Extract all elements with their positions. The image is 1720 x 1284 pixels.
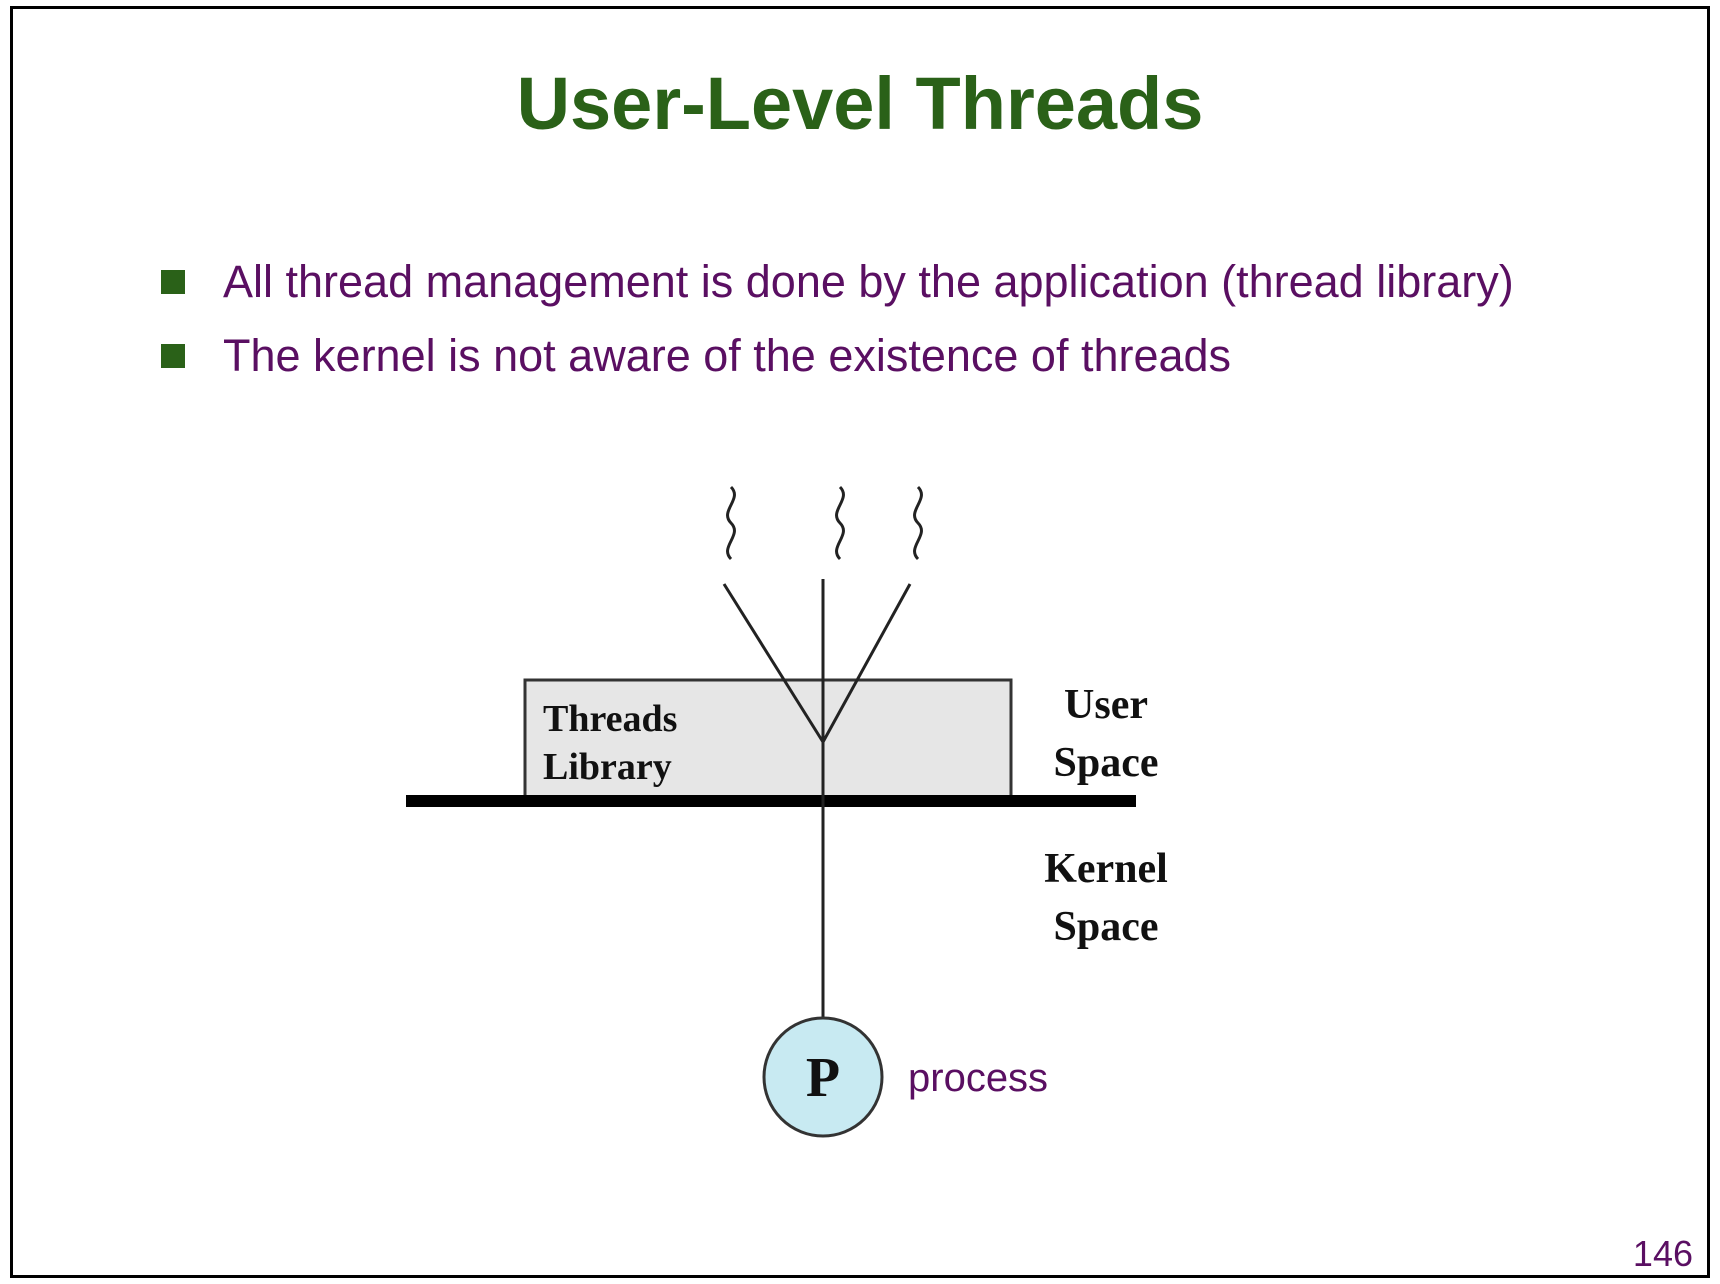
thread-line-right xyxy=(821,583,912,743)
user-kernel-boundary xyxy=(406,795,1136,807)
bullet-text: All thread management is done by the app… xyxy=(223,256,1514,307)
user-space-label-line2: Space xyxy=(1054,740,1159,786)
kernel-space-label-line1: Kernel xyxy=(1044,846,1168,892)
page-number: 146 xyxy=(1632,1233,1693,1274)
threads-library-box xyxy=(523,678,1013,799)
thread-squiggle-icon xyxy=(835,485,845,561)
process-node xyxy=(762,1016,884,1138)
slide: User-Level Threads All thread management… xyxy=(10,6,1710,1278)
thread-squiggle-icon xyxy=(913,485,923,561)
process-label: process xyxy=(908,1056,1048,1100)
thread-line-left xyxy=(722,583,825,743)
thread-squiggle-icon xyxy=(726,485,736,561)
kernel-space-label-line2: Space xyxy=(1054,904,1159,950)
square-bullet-icon xyxy=(161,344,185,368)
thread-diagram: Threads Library User Space Kernel Space … xyxy=(406,485,1168,1138)
threads-library-label-line2: Library xyxy=(543,746,672,788)
user-space-label-line1: User xyxy=(1064,682,1148,728)
threads-library-label-line1: Threads xyxy=(543,698,677,740)
slide-title: User-Level Threads xyxy=(516,62,1204,145)
bullet-text: The kernel is not aware of the existence… xyxy=(223,330,1232,381)
square-bullet-icon xyxy=(161,270,185,294)
process-symbol: P xyxy=(806,1047,840,1109)
